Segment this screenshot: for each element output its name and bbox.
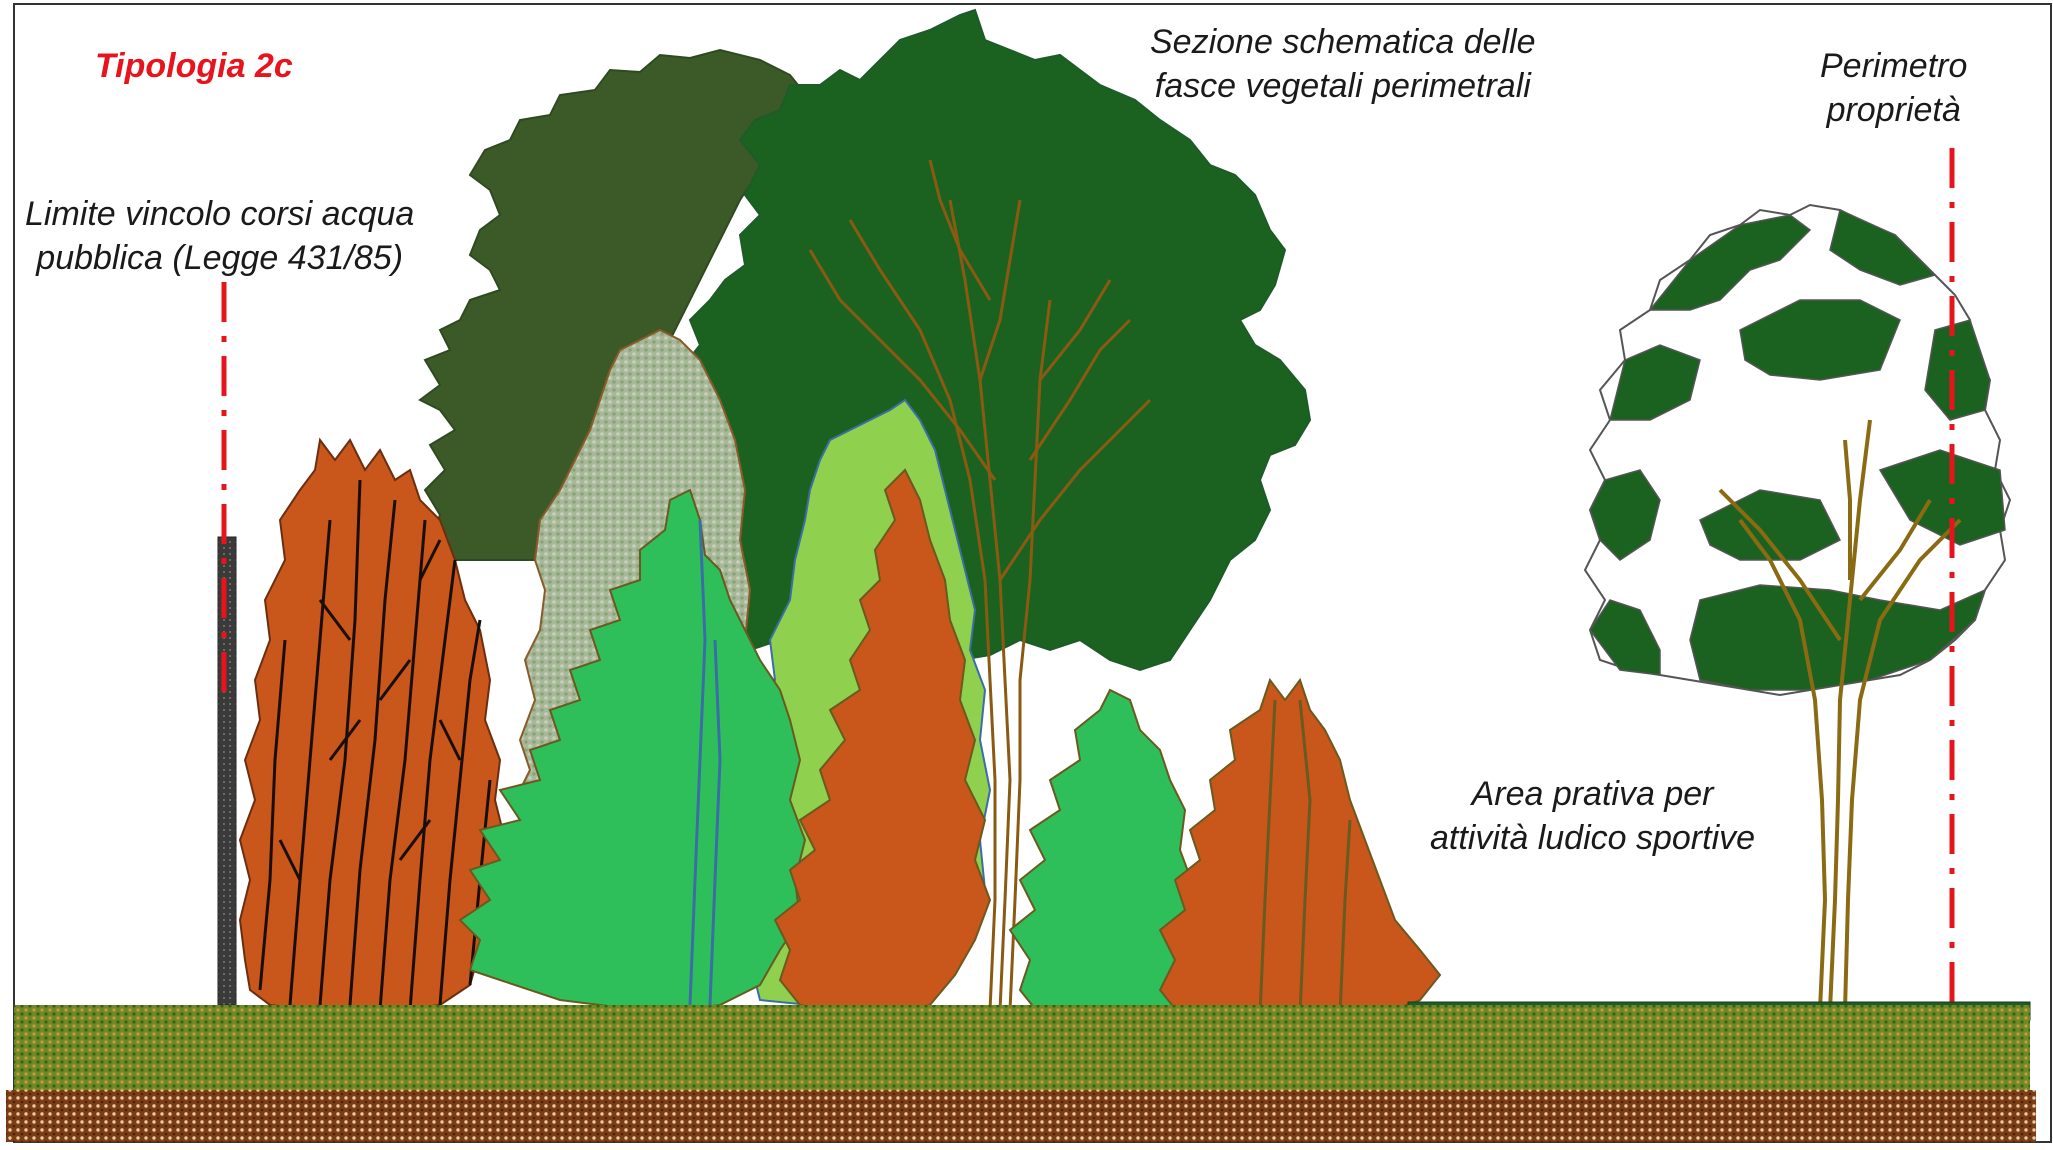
right-tree [1585,205,2010,1020]
water-limit-label-line-2: pubblica (Legge 431/85) [25,236,414,280]
perimeter-label-line-1: Perimetro [1820,44,1967,88]
water-limit-label-line-1: Limite vincolo corsi acqua [25,192,414,236]
perimeter-label: Perimetro proprietà [1820,44,1967,132]
water-limit-label: Limite vincolo corsi acqua pubblica (Leg… [25,192,414,280]
section-title-line-1: Sezione schematica delle [1150,20,1536,64]
typology-title: Tipologia 2c [95,44,293,88]
meadow-label: Area prativa per attività ludico sportiv… [1430,772,1755,860]
meadow-label-line-2: attività ludico sportive [1430,816,1755,860]
perimeter-label-line-2: proprietà [1820,88,1967,132]
section-title-line-2: fasce vegetali perimetrali [1150,64,1536,108]
ground-soil-layer [6,1090,2036,1142]
fence-post-icon [218,537,236,1005]
meadow-label-line-1: Area prativa per [1430,772,1755,816]
rust-right-bush [1160,680,1440,1020]
section-title: Sezione schematica delle fasce vegetali … [1150,20,1536,108]
ground-grass-layer [14,1005,2030,1100]
